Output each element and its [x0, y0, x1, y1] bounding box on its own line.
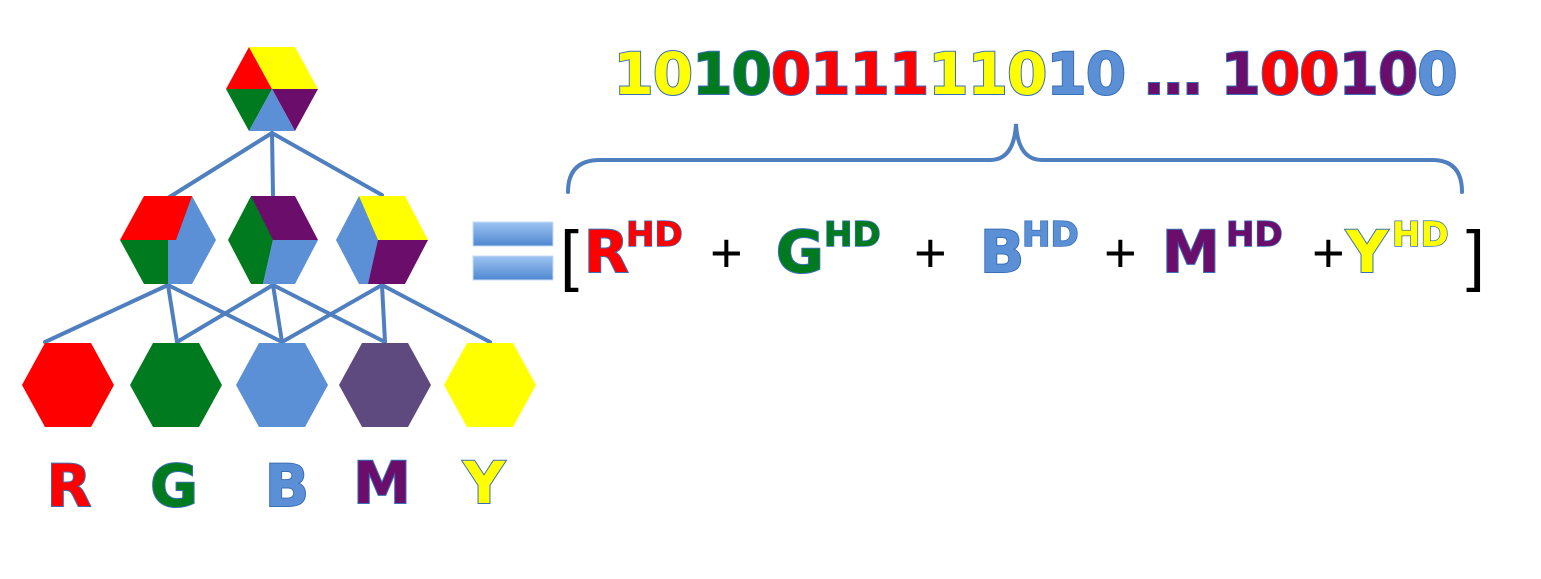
leaf-hexagon-blue — [236, 343, 328, 427]
bit-chunk: 0 — [1007, 40, 1046, 108]
bit-chunk: 10 — [692, 40, 771, 108]
superscript-y: HD — [1392, 215, 1449, 255]
plus-4: + — [1312, 221, 1345, 284]
parent-hexagon-green-purple — [228, 196, 318, 284]
leaf-hexagon-green — [130, 343, 222, 427]
root-hexagon — [226, 47, 318, 131]
bit-chunk: 01 — [771, 40, 850, 108]
bit-chunk: 10 — [613, 40, 692, 108]
close-bracket: ] — [1466, 217, 1485, 293]
bit-chunk: 10 — [1339, 40, 1418, 108]
plus-1: + — [710, 221, 743, 284]
superscript-g: HD — [824, 215, 881, 255]
bit-chunk: 11 — [850, 40, 929, 108]
bit-chunk: 00 — [1260, 40, 1339, 108]
parent-hexagon-red-blue — [120, 196, 216, 284]
term-m: M — [1162, 218, 1220, 286]
leaf-hexagon-purple — [339, 343, 431, 427]
curly-brace — [566, 123, 1464, 194]
leaf-label-r: R — [47, 452, 92, 520]
term-y: Y — [1345, 218, 1389, 286]
plus-2: + — [914, 221, 947, 284]
bit-chunk: 0 — [1417, 40, 1456, 108]
leaf-label-m: M — [353, 449, 411, 517]
parent-hexagon-blue-yellow — [336, 196, 428, 284]
leaf-label-g: G — [150, 452, 198, 520]
open-bracket: [ — [560, 217, 579, 293]
term-b: B — [980, 218, 1024, 286]
bit-chunk: 11 — [928, 40, 1007, 108]
leaf-hexagon-red — [22, 343, 114, 427]
bit-chunk: 1 — [1220, 40, 1259, 108]
term-g: G — [776, 218, 824, 286]
superscript-m: HD — [1226, 215, 1283, 255]
plus-3: + — [1104, 221, 1137, 284]
bit-chunk: 10 — [1046, 40, 1125, 108]
bit-string: 1010011111010 … 100100 — [613, 40, 1456, 108]
bit-ellipsis: … — [1125, 40, 1220, 108]
term-r: R — [584, 218, 629, 286]
equation: [ R HD + G HD + B HD + M HD + Y HD ] — [560, 214, 1485, 293]
superscript-r: HD — [626, 215, 683, 255]
leaf-label-b: B — [265, 452, 309, 520]
superscript-b: HD — [1022, 215, 1079, 255]
leaf-hexagon-yellow — [444, 343, 536, 427]
equals-sign — [472, 221, 554, 281]
leaf-label-y: Y — [462, 449, 506, 517]
tree-connections — [43, 131, 492, 344]
